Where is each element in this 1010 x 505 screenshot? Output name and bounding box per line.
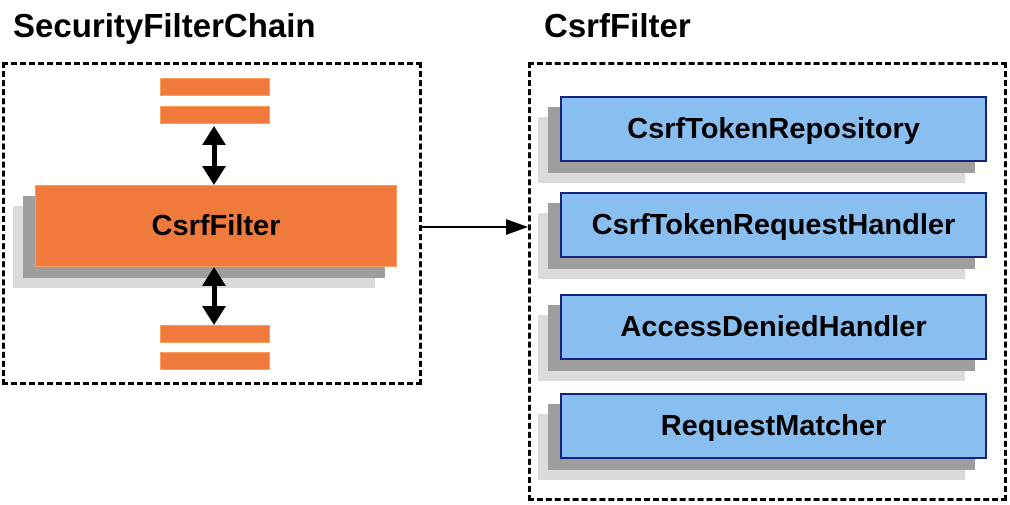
access-denied-handler-node: AccessDeniedHandler [560, 294, 987, 360]
arrowhead-down-icon [202, 166, 226, 185]
security-filter-chain-title: SecurityFilterChain [13, 7, 316, 44]
arrowhead-up-icon [202, 126, 226, 145]
double-arrow-connector-bottom [202, 267, 226, 325]
arrow-connector-shaft [422, 226, 510, 228]
arrowhead-down-icon [202, 306, 226, 325]
access-denied-handler-group: AccessDeniedHandler [538, 294, 987, 381]
request-matcher-node: RequestMatcher [560, 393, 987, 459]
filter-placeholder-bar [160, 325, 270, 343]
csrf-token-request-handler-group: CsrfTokenRequestHandler [538, 192, 987, 279]
arrow-shaft [211, 285, 217, 307]
request-matcher-group: RequestMatcher [538, 393, 987, 480]
csrf-token-request-handler-node: CsrfTokenRequestHandler [560, 192, 987, 258]
security-filter-chain-container [2, 62, 422, 385]
double-arrow-connector-top [202, 126, 226, 185]
csrf-token-repository-node: CsrfTokenRepository [560, 96, 987, 162]
csrf-filter-title: CsrfFilter [544, 7, 691, 44]
csrf-filter-container [528, 62, 1007, 501]
arrowhead-right-icon [506, 219, 528, 235]
csrf-token-repository-group: CsrfTokenRepository [538, 96, 987, 183]
arrow-shaft [211, 144, 217, 167]
filter-placeholder-bar [160, 78, 270, 96]
filter-placeholder-bar [160, 106, 270, 124]
filter-placeholder-bar [160, 352, 270, 370]
csrf-filter-node-group: CsrfFilter [13, 185, 397, 288]
arrowhead-up-icon [202, 267, 226, 286]
csrf-filter-node: CsrfFilter [35, 185, 397, 267]
